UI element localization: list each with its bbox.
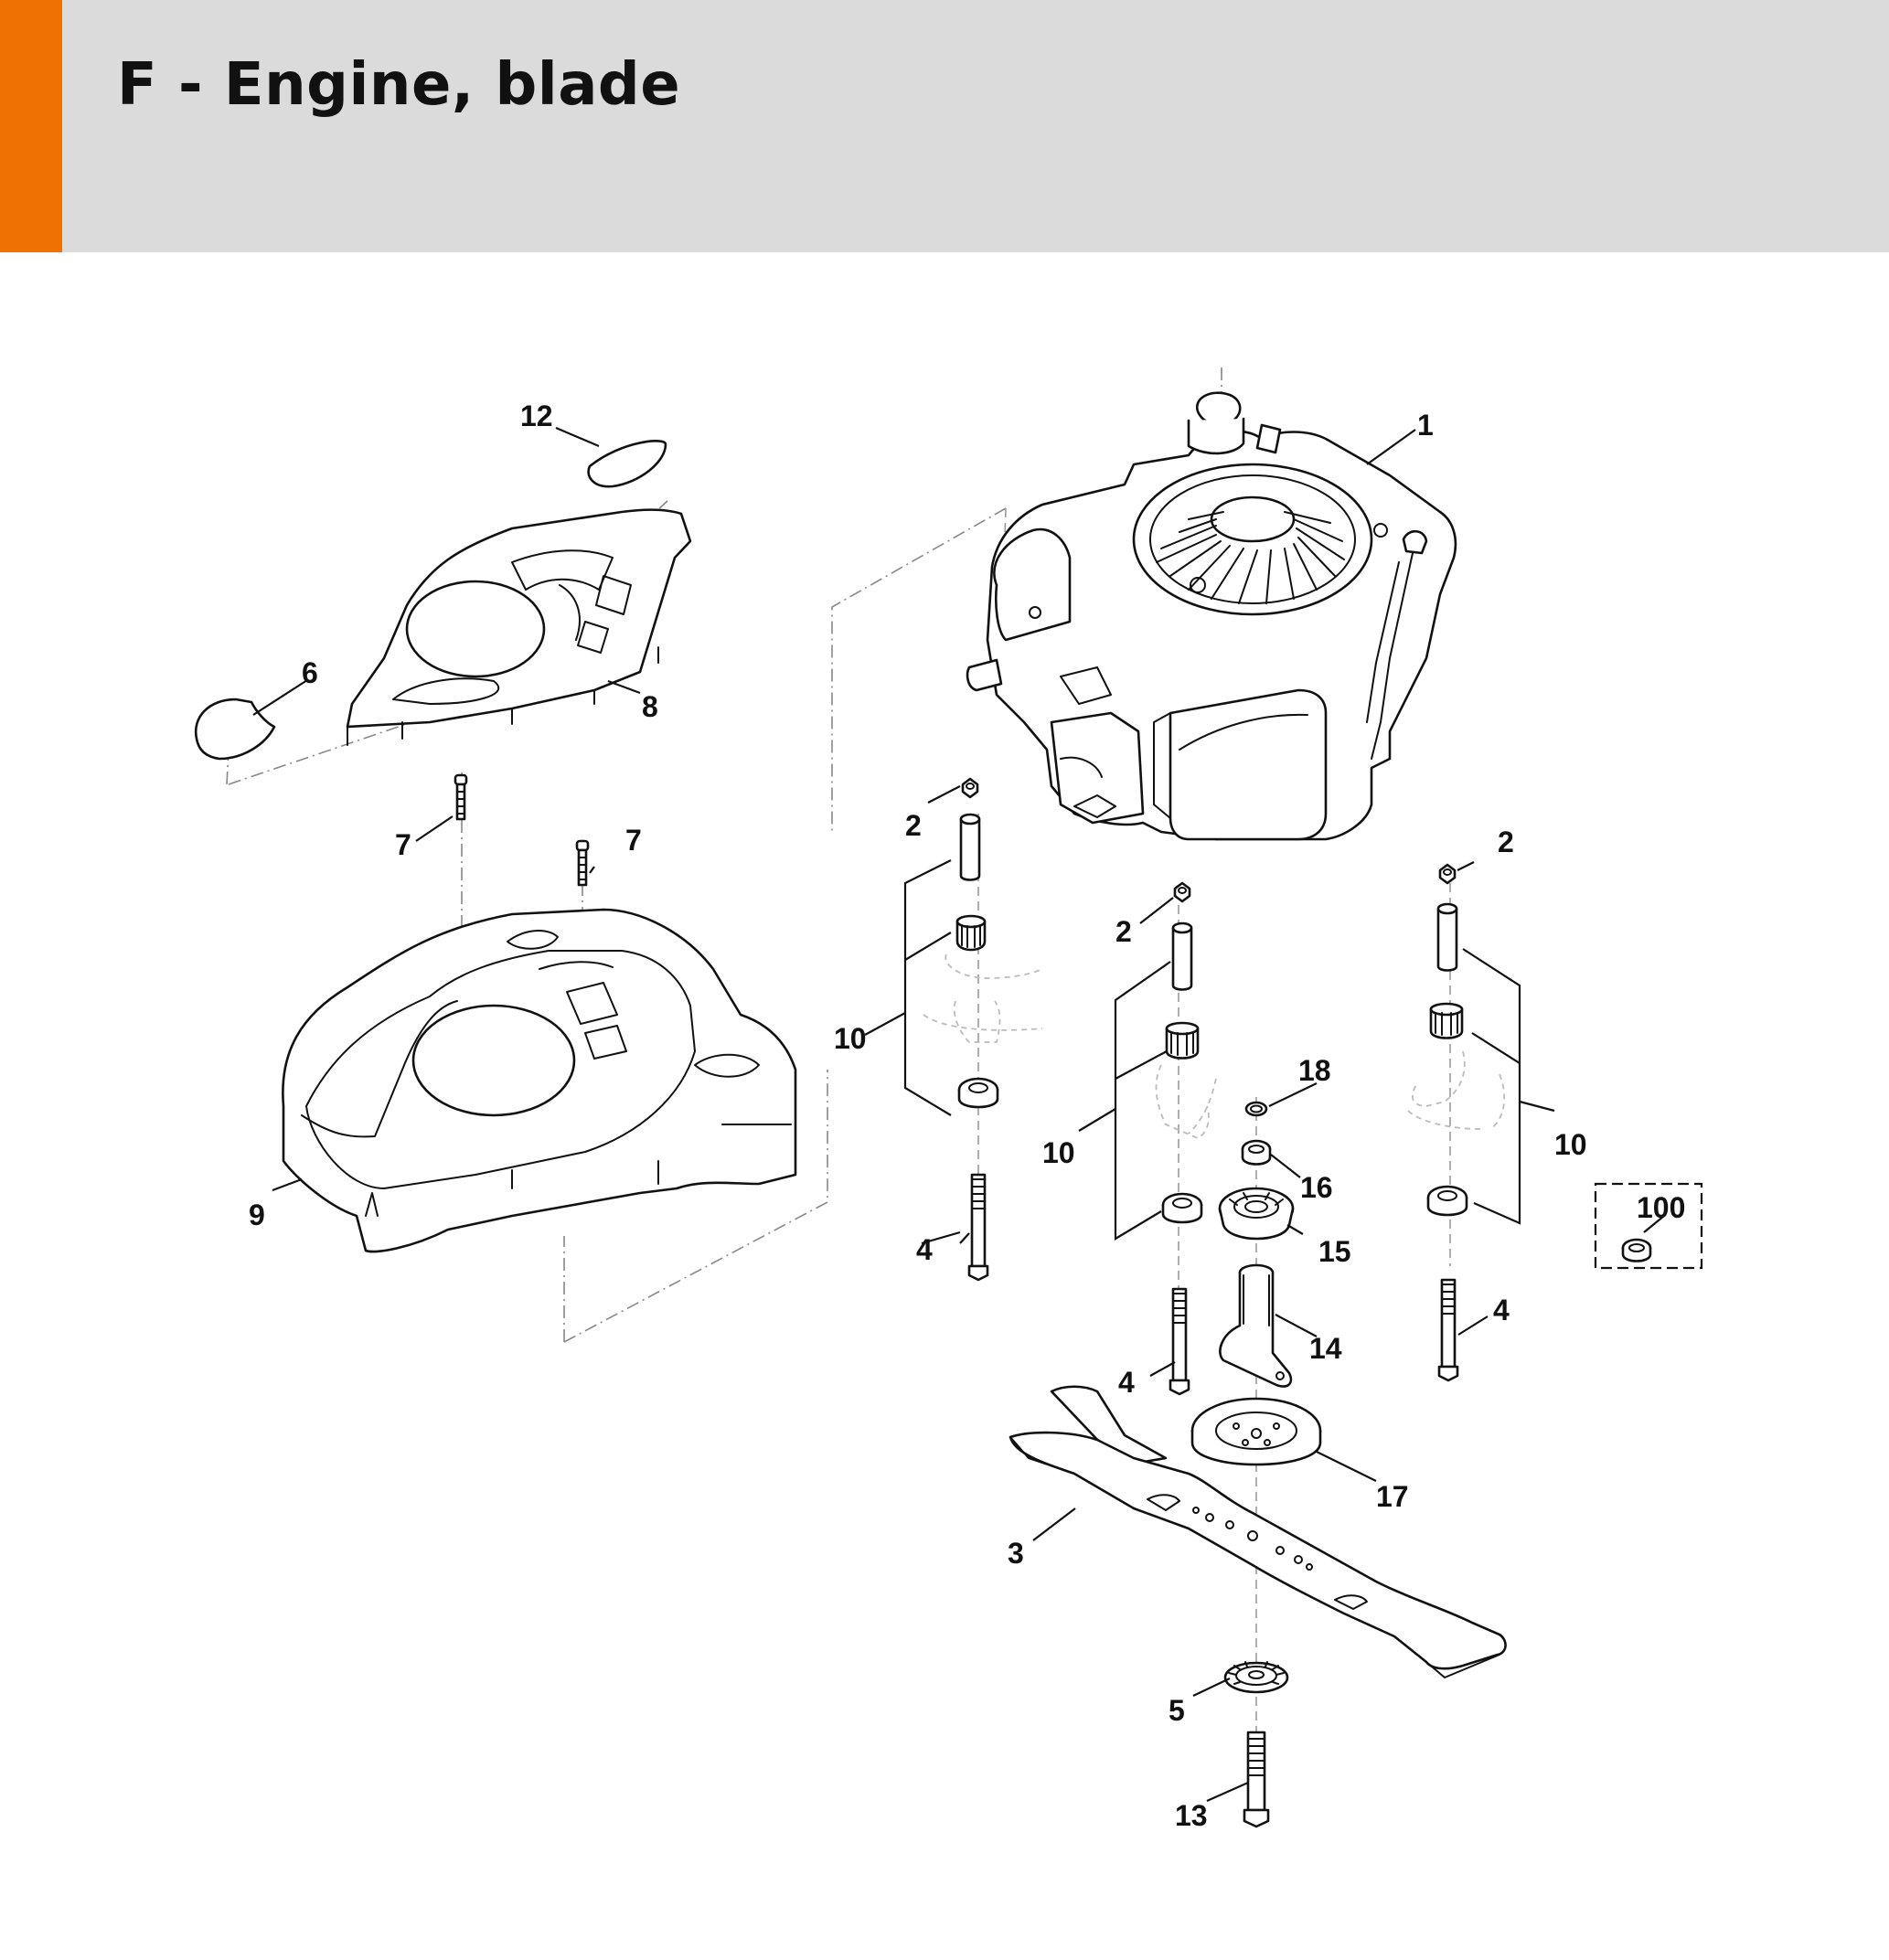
callout-13: 13 — [1175, 1799, 1208, 1832]
blade-hub-15 — [1218, 1187, 1295, 1241]
callout-6: 6 — [302, 656, 318, 689]
callout-100: 100 — [1637, 1191, 1685, 1224]
callout-14: 14 — [1309, 1332, 1342, 1365]
callout-15: 15 — [1318, 1235, 1351, 1268]
engine-cooling-fins — [1156, 511, 1345, 604]
callout-2-middle: 2 — [1115, 915, 1132, 948]
callout-10-right: 10 — [1554, 1128, 1587, 1161]
page-title: F - Engine, blade — [117, 51, 681, 119]
callout-17: 17 — [1376, 1480, 1409, 1513]
callout-9: 9 — [249, 1198, 265, 1231]
callout-10-middle: 10 — [1042, 1136, 1075, 1169]
optional-part-box — [1594, 1182, 1703, 1270]
mower-blade — [1009, 1385, 1507, 1678]
lower-engine-cover — [282, 908, 797, 1253]
star-washer — [1223, 1661, 1289, 1694]
callout-labels: 1 2 2 2 3 4 4 4 5 6 7 7 8 9 10 10 10 12 … — [249, 399, 1685, 1832]
callout-2-right: 2 — [1498, 826, 1514, 858]
callout-12: 12 — [520, 399, 553, 432]
callout-4-left: 4 — [916, 1233, 933, 1266]
callout-3: 3 — [1008, 1537, 1024, 1570]
mount-stack-left — [903, 777, 1043, 1282]
callout-8: 8 — [642, 690, 658, 723]
engine — [966, 391, 1457, 841]
upper-engine-cover — [346, 508, 692, 746]
callout-5: 5 — [1169, 1694, 1185, 1727]
blade-adapter-14 — [1219, 1263, 1293, 1388]
callout-7-right: 7 — [625, 824, 642, 857]
callout-16: 16 — [1300, 1171, 1333, 1204]
callout-leaders — [252, 426, 1665, 1803]
callout-10-left: 10 — [834, 1022, 867, 1055]
blade-bolt — [1243, 1731, 1270, 1828]
washer-ring-18 — [1244, 1101, 1268, 1117]
screw-left — [454, 773, 468, 821]
header-bar: F - Engine, blade — [0, 0, 1889, 252]
spacer-16 — [1241, 1139, 1272, 1166]
orange-accent-bar — [0, 0, 62, 252]
mount-stack-right — [1407, 863, 1521, 1382]
callout-2-left: 2 — [905, 809, 922, 842]
callout-7-left: 7 — [395, 828, 411, 861]
callout-4-middle: 4 — [1118, 1366, 1135, 1399]
callout-18: 18 — [1298, 1054, 1331, 1087]
callout-1: 1 — [1417, 409, 1434, 442]
blade-plate-17 — [1190, 1397, 1322, 1466]
decal-top — [587, 440, 667, 488]
mount-stack-middle — [1114, 881, 1217, 1396]
screw-right — [575, 839, 590, 887]
callout-4-right: 4 — [1493, 1294, 1510, 1326]
